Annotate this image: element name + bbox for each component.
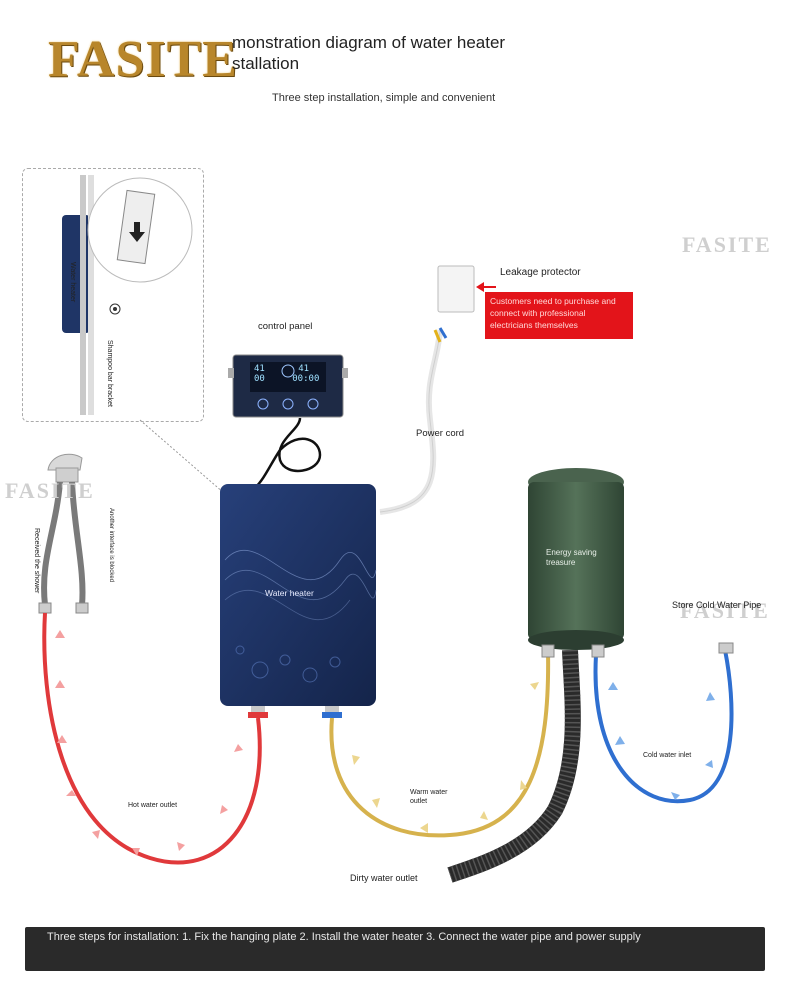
warm-outlet-label: Warm water outlet — [410, 789, 448, 805]
cold-water-pipe — [593, 649, 734, 804]
inset-rod-label: Shampoo bar bracket — [106, 340, 113, 407]
inset-connector-line — [139, 419, 233, 501]
tank-label: Energy saving treasure — [546, 548, 597, 567]
page-subtitle: Three step installation, simple and conv… — [272, 92, 496, 104]
leakage-protector-device — [437, 265, 475, 313]
panel-bottom-left: 00 — [254, 374, 265, 384]
watermark: FASITE — [682, 232, 772, 257]
brand-logo: FASITE — [48, 31, 238, 88]
shower-mixer — [38, 453, 89, 614]
inset-wall-mount — [62, 175, 193, 415]
cold-flow-arrows — [608, 682, 715, 800]
page-title: monstration diagram of water heater stal… — [232, 33, 506, 73]
inset-heater-label: Water heater — [69, 262, 76, 303]
wall-mount-inset — [22, 168, 204, 422]
panel-display: 41 41 00 00:00 — [254, 364, 326, 384]
warm-flow-arrows — [352, 682, 539, 833]
control-panel-device — [228, 354, 348, 418]
pointer-arrow-icon — [476, 282, 484, 292]
water-heater-unit — [220, 484, 377, 718]
panel-temp-right: 41 — [298, 364, 310, 374]
blocked-interface-label: Another interface is blocked — [108, 508, 114, 583]
store-cold-label: Store Cold Water Pipe — [672, 600, 762, 610]
shower-label: Received the shower — [33, 528, 40, 594]
hot-outlet-label: Hot water outlet — [128, 802, 178, 809]
watermark: FASITE — [5, 478, 95, 503]
leakage-note: Customers need to purchase and connect w… — [485, 292, 633, 339]
leakage-protector-label: Leakage protector — [500, 267, 581, 278]
energy-saving-tank — [528, 468, 624, 658]
cold-inlet-label: Cold water inlet — [643, 752, 692, 759]
power-cord-cable — [379, 329, 443, 515]
power-cord-label: Power cord — [416, 428, 465, 439]
dirty-outlet-label: Dirty water outlet — [350, 873, 418, 883]
arrow-down-icon — [129, 222, 145, 242]
instructions-footer: Three steps for installation: 1. Fix the… — [25, 927, 765, 971]
warm-water-pipe — [329, 649, 551, 838]
dirty-water-hose — [447, 649, 581, 883]
control-cable — [254, 417, 322, 489]
panel-temp-left: 41 — [254, 364, 265, 374]
hot-flow-arrows — [55, 630, 243, 856]
water-heater-label: Water heater — [265, 588, 314, 598]
watermark: FASITE — [680, 598, 770, 623]
control-panel-label: control panel — [258, 321, 313, 332]
hot-water-pipe — [42, 612, 262, 865]
panel-bottom-right: 00:00 — [292, 374, 320, 384]
